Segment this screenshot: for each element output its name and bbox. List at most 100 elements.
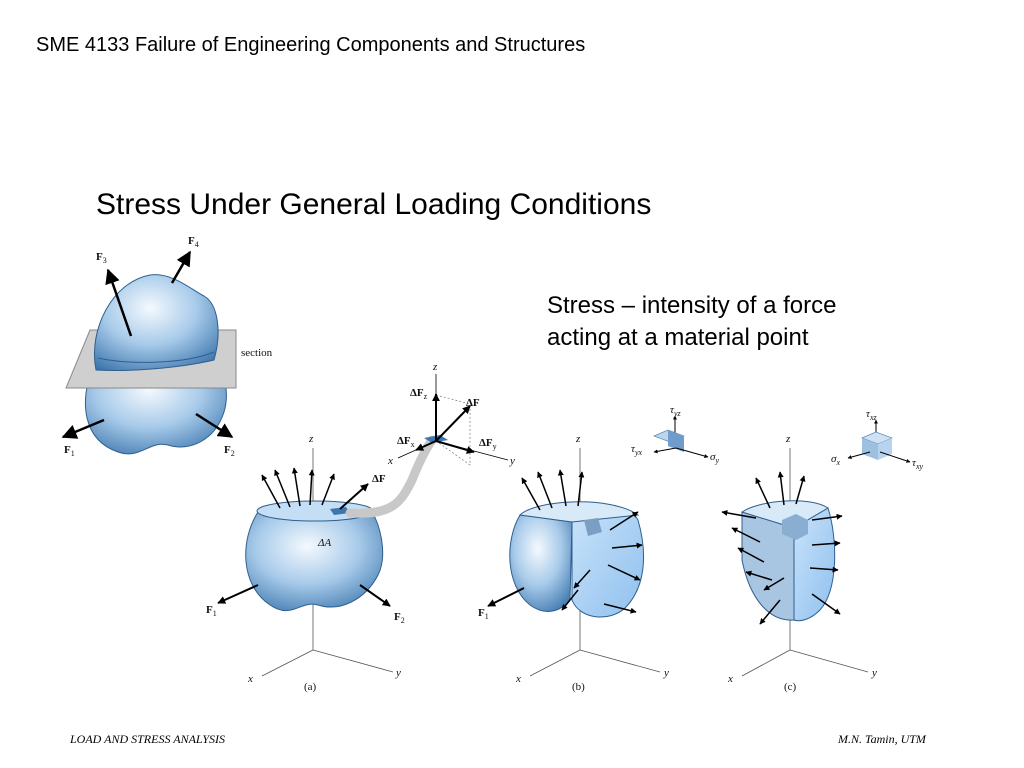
arrow-b-9 — [561, 589, 579, 611]
footer-author: M.N. Tamin, UTM — [838, 732, 926, 746]
label-delta-f-a: ΔF — [372, 473, 386, 485]
label-tau-yz: τyz — [670, 404, 681, 418]
force-f2-arrow — [195, 412, 234, 439]
slide-title: Stress Under General Loading Conditions — [96, 188, 652, 221]
label-section: section — [241, 347, 273, 359]
stress-definition: Stress – intensity of a force acting at … — [547, 290, 907, 354]
sigma-x-arrow — [847, 451, 871, 459]
stress-element-b: τyz τyx σy — [631, 404, 719, 465]
body-upper — [94, 274, 219, 372]
label-sigma-y: σy — [710, 451, 719, 465]
arrow-b-4 — [577, 471, 585, 507]
force-f2-arrow-a — [359, 584, 391, 607]
sigma-y-arrow — [675, 447, 709, 458]
inset-label-y: y — [509, 455, 515, 467]
definition-line-2: acting at a material point — [547, 324, 809, 351]
arrow-b-8 — [603, 603, 637, 614]
top-face-c — [740, 500, 829, 529]
label-f1-b: F1 — [478, 607, 489, 621]
label-y-a: y — [395, 667, 401, 679]
label-f2-a: F2 — [394, 611, 405, 625]
delta-f-arrow — [339, 483, 369, 510]
arrow-b-2 — [537, 471, 553, 509]
label-sigma-x: σx — [831, 453, 840, 467]
label-f2-top: F2 — [224, 444, 235, 458]
label-f1-a: F1 — [206, 604, 217, 618]
arrow-a-3 — [291, 467, 301, 507]
label-delta-a: ΔA — [317, 537, 331, 549]
arrow-c-5 — [731, 527, 761, 543]
arrow-c-1 — [755, 477, 771, 509]
arrow-a-2 — [274, 469, 291, 508]
label-y-b: y — [663, 667, 669, 679]
arrow-c-11 — [809, 566, 839, 573]
force-f3-arrow — [105, 268, 133, 337]
arrow-c-4 — [721, 509, 757, 519]
element-b — [584, 518, 602, 536]
panel-label-c: (c) — [784, 681, 797, 693]
inset-label-dfy: ΔFy — [479, 437, 497, 451]
force-f4-arrow — [170, 250, 192, 284]
cut-face-c-right — [793, 507, 836, 622]
axis-x-c — [741, 649, 791, 677]
force-f1-arrow-a — [217, 584, 259, 604]
stress-element-c: τxz σx τxy — [831, 408, 923, 471]
inset-dfy-arrow — [435, 440, 475, 454]
arrow-a-1 — [261, 474, 281, 509]
section-cut-line — [97, 351, 215, 363]
arrow-b-10 — [573, 569, 591, 589]
force-f1-arrow — [61, 418, 105, 439]
delta-a-patch — [330, 507, 350, 515]
inset-label-df: ΔF — [466, 397, 480, 409]
arrow-b-3 — [557, 469, 567, 507]
arrow-b-6 — [611, 542, 643, 549]
axis-y-a — [312, 649, 394, 673]
arrow-a-4 — [308, 469, 315, 506]
axis-x-b — [529, 649, 581, 677]
definition-line-1: Stress – intensity of a force — [547, 292, 837, 319]
label-x-b: x — [515, 673, 521, 685]
footer-topic: LOAD AND STRESS ANALYSIS — [70, 732, 226, 746]
inset-label-dfz: ΔFz — [410, 387, 428, 401]
arrow-b-5 — [609, 511, 639, 531]
arrow-b-1 — [521, 477, 541, 511]
callout-band — [345, 435, 437, 518]
axis-y-c — [789, 649, 869, 673]
label-f3: F3 — [96, 251, 107, 265]
arrow-c-3 — [795, 475, 806, 505]
label-f4: F4 — [188, 235, 199, 249]
arrow-c-9 — [811, 513, 843, 521]
arrow-a-5 — [321, 473, 335, 506]
arrow-c-7 — [745, 570, 773, 581]
label-tau-xy: τxy — [912, 457, 923, 471]
course-title: SME 4133 Failure of Engineering Componen… — [36, 34, 586, 56]
inset-label-x: x — [387, 455, 393, 467]
axis-y-b — [579, 649, 661, 673]
element-c — [782, 514, 808, 540]
body-b-left — [509, 514, 573, 612]
arrow-b-7 — [607, 564, 641, 581]
force-f1-arrow-b — [487, 587, 525, 607]
arrow-c-10 — [811, 540, 841, 547]
label-z-a: z — [308, 433, 314, 445]
sectioned-body: F3 F4 F1 F2 section — [61, 235, 273, 458]
arrow-c-13 — [763, 577, 785, 591]
tau-yx-arrow — [653, 447, 677, 454]
label-tau-yx: τyx — [631, 443, 642, 457]
cut-face-b — [571, 506, 645, 618]
inset-dfx-arrow — [415, 440, 437, 451]
force-decomposition-inset: z x y ΔFz ΔF ΔFx ΔFy — [387, 361, 515, 467]
panel-label-a: (a) — [304, 681, 317, 693]
label-x-a: x — [247, 673, 253, 685]
arrow-c-12 — [811, 593, 841, 615]
axis-x-a — [261, 649, 314, 677]
body-a — [245, 511, 384, 612]
panel-label-b: (b) — [572, 681, 585, 693]
label-z-c: z — [785, 433, 791, 445]
label-z-b: z — [575, 433, 581, 445]
label-tau-xz: τxz — [866, 408, 877, 422]
panel-b: z x y F1 (b) τyz τyx σy — [478, 404, 719, 693]
inset-dashed-box — [435, 394, 471, 466]
stress-b-face — [668, 430, 684, 452]
arrow-c-2 — [777, 471, 785, 506]
